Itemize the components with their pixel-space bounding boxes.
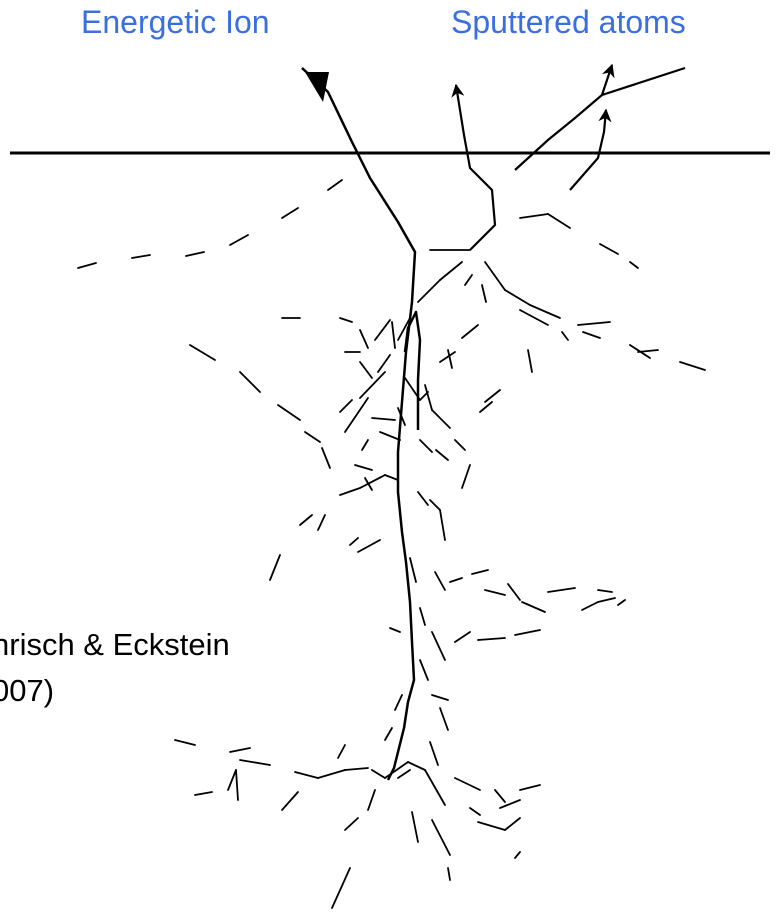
recoil-cascade <box>78 180 705 908</box>
citation-line-1: hrisch & Eckstein <box>0 622 230 668</box>
citation-line-2: 007) <box>0 668 230 714</box>
sputter-ray <box>602 68 685 95</box>
ion-trajectory <box>302 68 420 780</box>
energetic-ion-label: Energetic Ion <box>81 4 270 40</box>
sputtered-atoms-label: Sputtered atoms <box>451 4 686 40</box>
sputtered-trajectories <box>456 65 612 250</box>
citation: hrisch & Eckstein 007) <box>0 622 230 714</box>
ion-arrowhead <box>305 72 329 102</box>
